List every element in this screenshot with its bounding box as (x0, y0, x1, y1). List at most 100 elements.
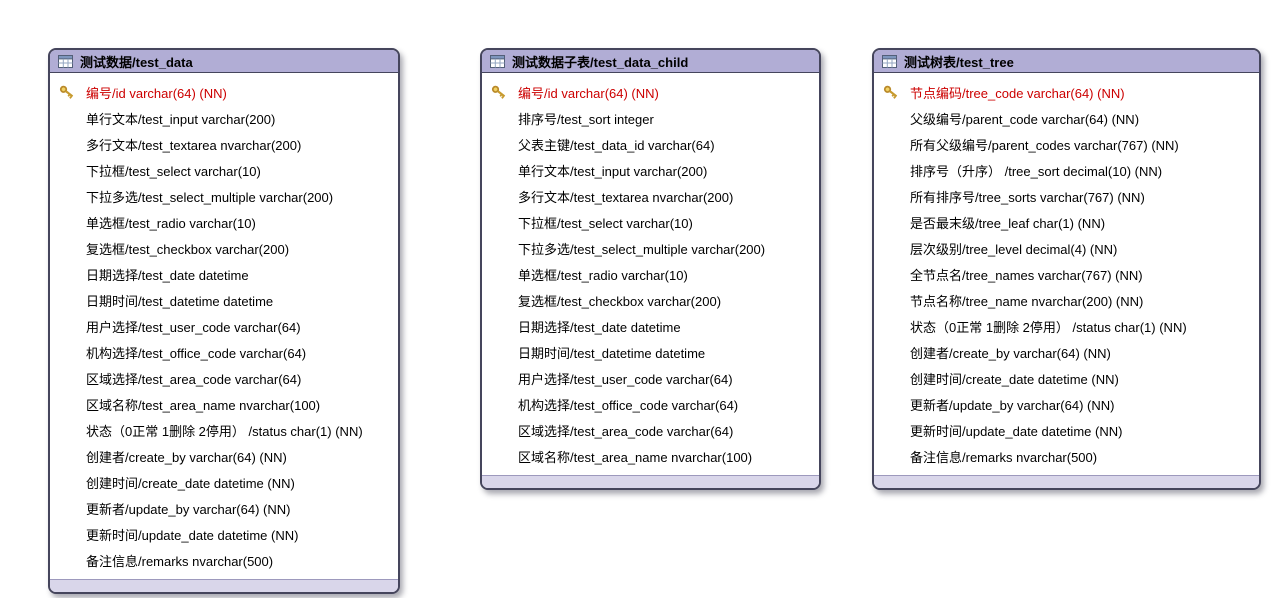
field-row[interactable]: 排序号（升序） /tree_sort decimal(10) (NN) (874, 157, 1259, 183)
field-row[interactable]: 用户选择/test_user_code varchar(64) (50, 313, 398, 339)
field-text: 父级编号/parent_code varchar(64) (NN) (910, 111, 1140, 127)
key-cell (882, 265, 910, 283)
field-row[interactable]: 多行文本/test_textarea nvarchar(200) (50, 131, 398, 157)
field-row[interactable]: 单选框/test_radio varchar(10) (482, 261, 819, 287)
field-text: 编号/id varchar(64) (NN) (86, 85, 227, 101)
field-row[interactable]: 下拉多选/test_select_multiple varchar(200) (50, 183, 398, 209)
field-row[interactable]: 单行文本/test_input varchar(200) (482, 157, 819, 183)
field-row[interactable]: 区域选择/test_area_code varchar(64) (482, 417, 819, 443)
field-row[interactable]: 节点名称/tree_name nvarchar(200) (NN) (874, 287, 1259, 313)
field-row[interactable]: 状态（0正常 1删除 2停用） /status char(1) (NN) (874, 313, 1259, 339)
field-text: 用户选择/test_user_code varchar(64) (86, 319, 301, 335)
table-entity[interactable]: 测试数据子表/test_data_child 编号/id varchar(64)… (480, 48, 821, 490)
field-text: 备注信息/remarks nvarchar(500) (86, 553, 274, 569)
field-text: 单行文本/test_input varchar(200) (518, 163, 708, 179)
field-row[interactable]: 状态（0正常 1删除 2停用） /status char(1) (NN) (50, 417, 398, 443)
key-cell (490, 395, 518, 413)
field-row[interactable]: 日期时间/test_datetime datetime (482, 339, 819, 365)
key-cell (882, 213, 910, 231)
key-cell (58, 239, 86, 257)
field-text: 所有父级编号/parent_codes varchar(767) (NN) (910, 137, 1179, 153)
field-row[interactable]: 下拉框/test_select varchar(10) (50, 157, 398, 183)
table-footer (482, 475, 819, 488)
field-text: 机构选择/test_office_code varchar(64) (86, 345, 307, 361)
key-cell (490, 187, 518, 205)
field-row[interactable]: 机构选择/test_office_code varchar(64) (50, 339, 398, 365)
field-row[interactable]: 创建时间/create_date datetime (NN) (874, 365, 1259, 391)
table-header[interactable]: 测试数据子表/test_data_child (482, 50, 819, 73)
field-row[interactable]: 单行文本/test_input varchar(200) (50, 105, 398, 131)
field-row[interactable]: 父表主键/test_data_id varchar(64) (482, 131, 819, 157)
field-row[interactable]: 区域名称/test_area_name nvarchar(100) (482, 443, 819, 469)
field-row[interactable]: 复选框/test_checkbox varchar(200) (50, 235, 398, 261)
key-cell (882, 109, 910, 127)
field-text: 创建者/create_by varchar(64) (NN) (86, 449, 287, 465)
field-row[interactable]: 节点编码/tree_code varchar(64) (NN) (874, 79, 1259, 105)
field-text: 日期选择/test_date datetime (86, 267, 249, 283)
table-icon (58, 54, 73, 68)
field-row[interactable]: 复选框/test_checkbox varchar(200) (482, 287, 819, 313)
table-entity[interactable]: 测试数据/test_data 编号/id varchar(64) (NN) (48, 48, 400, 594)
field-row[interactable]: 父级编号/parent_code varchar(64) (NN) (874, 105, 1259, 131)
key-cell (58, 291, 86, 309)
field-row[interactable]: 备注信息/remarks nvarchar(500) (50, 547, 398, 573)
key-cell (490, 421, 518, 439)
field-row[interactable]: 日期选择/test_date datetime (50, 261, 398, 287)
field-text: 排序号/test_sort integer (518, 111, 654, 127)
field-row[interactable]: 所有排序号/tree_sorts varchar(767) (NN) (874, 183, 1259, 209)
field-row[interactable]: 多行文本/test_textarea nvarchar(200) (482, 183, 819, 209)
field-row[interactable]: 下拉框/test_select varchar(10) (482, 209, 819, 235)
key-cell (490, 317, 518, 335)
key-cell (882, 369, 910, 387)
key-cell (490, 213, 518, 231)
table-fields: 编号/id varchar(64) (NN) 单行文本/test_input v… (50, 73, 398, 579)
field-row[interactable]: 创建时间/create_date datetime (NN) (50, 469, 398, 495)
key-cell (58, 499, 86, 517)
field-row[interactable]: 单选框/test_radio varchar(10) (50, 209, 398, 235)
field-row[interactable]: 日期时间/test_datetime datetime (50, 287, 398, 313)
field-row[interactable]: 更新时间/update_date datetime (NN) (874, 417, 1259, 443)
field-row[interactable]: 创建者/create_by varchar(64) (NN) (50, 443, 398, 469)
field-row[interactable]: 机构选择/test_office_code varchar(64) (482, 391, 819, 417)
field-row[interactable]: 更新者/update_by varchar(64) (NN) (50, 495, 398, 521)
key-cell (490, 265, 518, 283)
field-row[interactable]: 全节点名/tree_names varchar(767) (NN) (874, 261, 1259, 287)
field-row[interactable]: 创建者/create_by varchar(64) (NN) (874, 339, 1259, 365)
table-header[interactable]: 测试数据/test_data (50, 50, 398, 73)
field-row[interactable]: 区域名称/test_area_name nvarchar(100) (50, 391, 398, 417)
table-title: 测试数据子表/test_data_child (512, 54, 689, 70)
field-row[interactable]: 更新时间/update_date datetime (NN) (50, 521, 398, 547)
field-row[interactable]: 是否最末级/tree_leaf char(1) (NN) (874, 209, 1259, 235)
field-text: 区域名称/test_area_name nvarchar(100) (518, 449, 753, 465)
key-cell (58, 83, 86, 101)
field-text: 下拉多选/test_select_multiple varchar(200) (86, 189, 334, 205)
field-text: 所有排序号/tree_sorts varchar(767) (NN) (910, 189, 1145, 205)
field-row[interactable]: 编号/id varchar(64) (NN) (482, 79, 819, 105)
table-title: 测试数据/test_data (80, 54, 193, 70)
table-entity[interactable]: 测试树表/test_tree 节点编码/tree_code varchar(64… (872, 48, 1261, 490)
field-row[interactable]: 日期选择/test_date datetime (482, 313, 819, 339)
field-row[interactable]: 备注信息/remarks nvarchar(500) (874, 443, 1259, 469)
field-text: 下拉框/test_select varchar(10) (86, 163, 261, 179)
field-row[interactable]: 层次级别/tree_level decimal(4) (NN) (874, 235, 1259, 261)
field-text: 区域名称/test_area_name nvarchar(100) (86, 397, 321, 413)
table-header[interactable]: 测试树表/test_tree (874, 50, 1259, 73)
field-row[interactable]: 排序号/test_sort integer (482, 105, 819, 131)
field-text: 单行文本/test_input varchar(200) (86, 111, 276, 127)
key-cell (58, 265, 86, 283)
field-row[interactable]: 更新者/update_by varchar(64) (NN) (874, 391, 1259, 417)
key-cell (490, 369, 518, 387)
field-row[interactable]: 下拉多选/test_select_multiple varchar(200) (482, 235, 819, 261)
key-cell (882, 317, 910, 335)
field-row[interactable]: 用户选择/test_user_code varchar(64) (482, 365, 819, 391)
field-text: 创建者/create_by varchar(64) (NN) (910, 345, 1111, 361)
field-row[interactable]: 区域选择/test_area_code varchar(64) (50, 365, 398, 391)
field-text: 编号/id varchar(64) (NN) (518, 85, 659, 101)
key-cell (58, 343, 86, 361)
field-text: 创建时间/create_date datetime (NN) (86, 475, 295, 491)
field-text: 日期时间/test_datetime datetime (86, 293, 274, 309)
field-row[interactable]: 所有父级编号/parent_codes varchar(767) (NN) (874, 131, 1259, 157)
field-row[interactable]: 编号/id varchar(64) (NN) (50, 79, 398, 105)
field-text: 复选框/test_checkbox varchar(200) (86, 241, 290, 257)
